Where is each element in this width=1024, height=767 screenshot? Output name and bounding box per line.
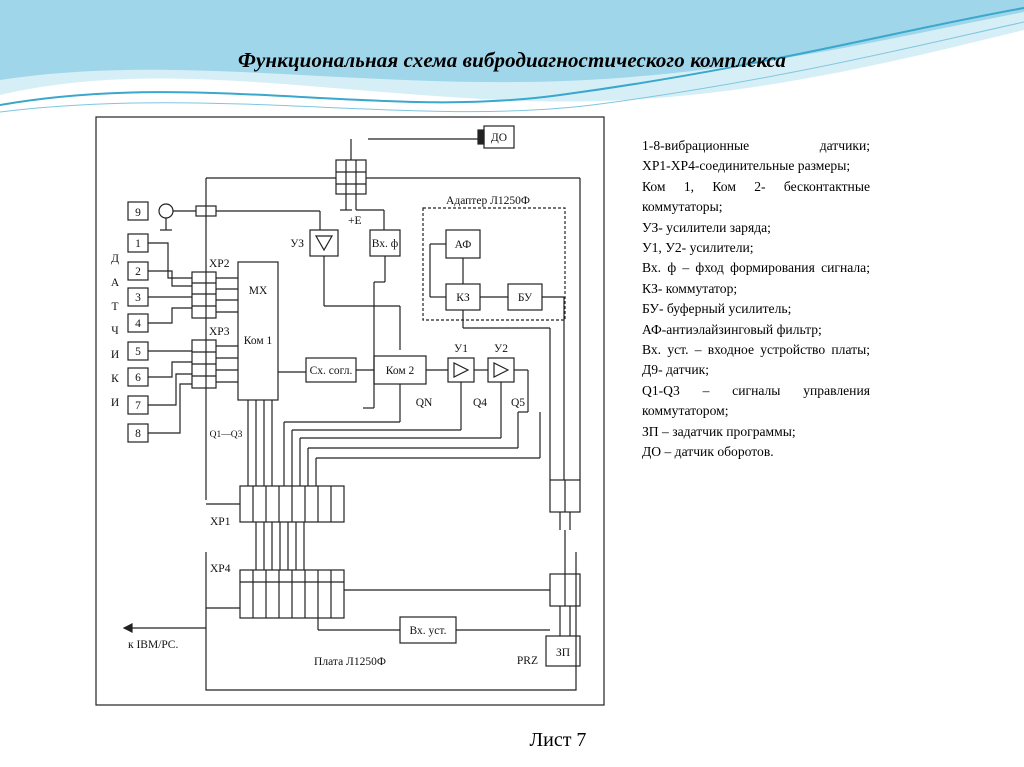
label-xp3: ХР3 [209, 326, 230, 338]
legend-item: Д9- датчик; [642, 362, 710, 378]
u1-box [447, 357, 475, 383]
vertical-letter-7: И [111, 397, 119, 409]
sensor-label-3: 3 [135, 292, 141, 304]
label-af: АФ [455, 239, 472, 251]
label-u1: У1 [454, 343, 468, 355]
label-qn: QN [416, 397, 433, 409]
label-do: ДО [491, 132, 507, 144]
legend-item: ДО – датчик оборотов. [642, 444, 774, 460]
wave-mid [0, 0, 1024, 83]
label-mx: МХ [249, 285, 268, 297]
top-connector [335, 159, 367, 195]
label-uz: УЗ [290, 238, 304, 250]
label-q4: Q4 [473, 397, 487, 409]
label-ibm: к IBM/PC. [128, 639, 178, 651]
xp2-connector [191, 271, 217, 319]
legend-item: Ком 1, Ком 2- бесконтактные коммутаторы; [642, 178, 870, 215]
legend-item: 1-8-вибрационные датчики; [642, 138, 870, 153]
sensor-label-8: 8 [135, 428, 141, 440]
sensor-label-5: 5 [135, 346, 141, 358]
legend-item: БУ- буферный усилитель; [642, 301, 792, 317]
functional-diagram: ДО Адаптер Л1250Ф 9 УЗ +Е Вх. ф АФ КЗ БУ… [95, 116, 605, 706]
sensor-9-box [127, 201, 149, 221]
label-u2: У2 [494, 343, 508, 355]
sensor-label-2: 2 [135, 266, 141, 278]
legend-item: КЗ- коммутатор; [642, 280, 738, 296]
sensor-label-6: 6 [135, 372, 141, 384]
label-kom2: Ком 2 [386, 365, 415, 377]
label-prz: PRZ [517, 655, 538, 667]
legend-item: Вх. уст. – входное устройство платы; [642, 342, 870, 358]
legend-item: Q1-Q3 – сигналы управления коммутатором; [642, 382, 870, 419]
legend-item: У1, У2- усилители; [642, 240, 754, 256]
label-xp1: ХР1 [210, 516, 231, 528]
sensor-label-4: 4 [135, 318, 141, 330]
sheet-number: Лист 7 [529, 729, 587, 751]
sensor-label-7: 7 [135, 400, 141, 412]
legend-item: ХР1-ХР4-соединительные размеры; [642, 158, 851, 174]
legend-item: УЗ- усилители заряда; [642, 219, 771, 235]
wave-thin [0, 21, 1024, 113]
adapter-frame [422, 207, 566, 321]
vertical-letter-5: И [111, 349, 119, 361]
label-plata: Плата Л1250Ф [314, 656, 386, 668]
label-zp: ЗП [556, 647, 570, 659]
board-frame [205, 552, 577, 691]
label-xp2: ХР2 [209, 258, 230, 270]
label-bu: БУ [518, 292, 533, 304]
legend-item: АФ-антиэлайзинговый фильтр; [642, 321, 822, 337]
outer-frame [95, 116, 605, 706]
vertical-letter-6: К [111, 373, 119, 385]
label-9: 9 [135, 207, 141, 219]
label-vxf: Вх. ф [372, 238, 399, 250]
vertical-letter-3: Т [111, 301, 118, 313]
vertical-letter-2: А [111, 277, 120, 289]
zp-box [545, 635, 581, 667]
label-adapter: Адаптер Л1250Ф [446, 195, 530, 207]
legend-item: Вх. ф – фход формирования сигнала; [642, 260, 870, 276]
label-q5: Q5 [511, 397, 525, 409]
legend-item: ЗП – задатчик программы; [642, 423, 796, 439]
label-q1q3: Q1—Q3 [210, 430, 243, 440]
label-vxust: Вх. уст. [410, 625, 447, 637]
sensor-9-gauge [158, 203, 174, 219]
label-xp4: ХР4 [210, 563, 231, 575]
sensor-label-1: 1 [135, 238, 141, 250]
u2-box [487, 357, 515, 383]
label-kz: КЗ [456, 292, 470, 304]
uz-box [309, 229, 339, 257]
legend: 1-8-вибрационные датчики; ХР1-ХР4-соедин… [642, 136, 870, 463]
label-sxsogl: Сх. согл. [310, 365, 353, 377]
wave-dark [0, 7, 1024, 106]
vertical-letter-1: Д [111, 253, 119, 265]
label-plus-e: +Е [348, 215, 362, 227]
label-kom1: Ком 1 [244, 335, 273, 347]
kom1-box [237, 261, 279, 401]
header-wave-decoration [0, 0, 1024, 113]
slide-title: Функциональная схема вибродиагностическо… [238, 48, 786, 72]
vertical-letter-4: Ч [111, 325, 119, 337]
